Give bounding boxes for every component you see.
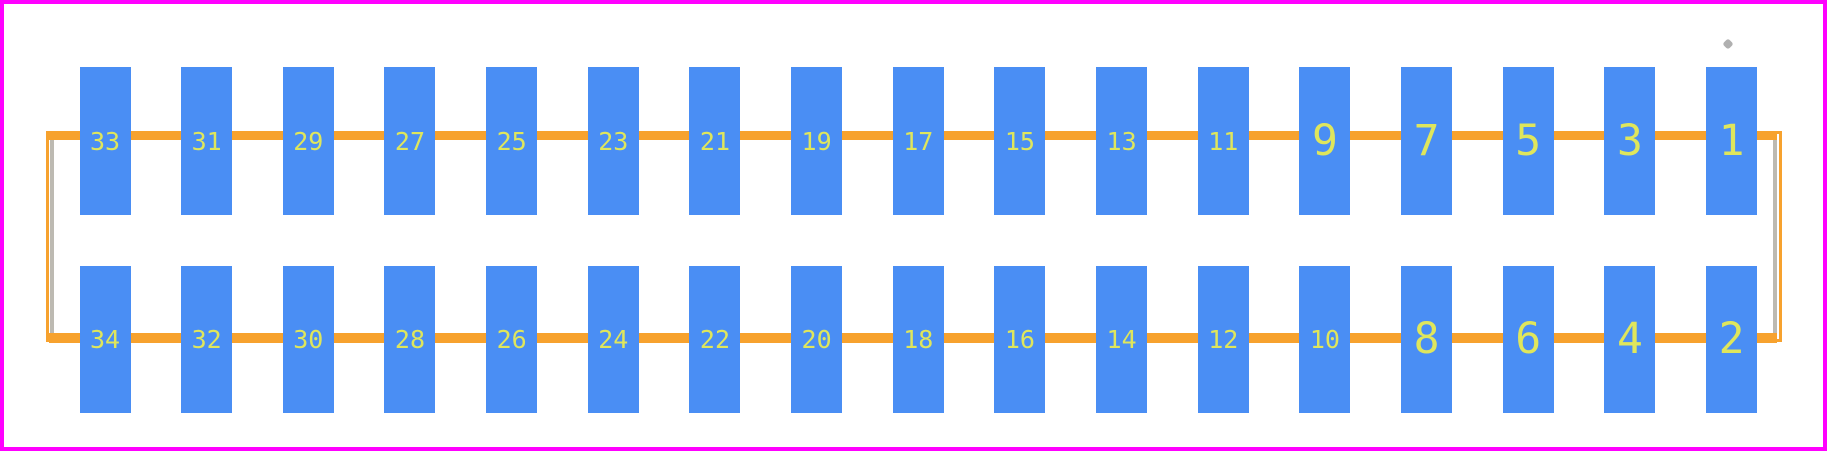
pad-15: 15 xyxy=(994,67,1046,215)
pad-22: 22 xyxy=(689,266,741,413)
pin-number-label: 22 xyxy=(699,325,730,354)
pad-7: 7 xyxy=(1401,67,1453,215)
pad-11: 11 xyxy=(1197,67,1249,215)
pin-number-label: 30 xyxy=(293,325,324,354)
pin-number-label: 28 xyxy=(394,325,426,354)
pin-number-label: 21 xyxy=(699,126,730,156)
pin-number-label: 24 xyxy=(598,325,629,354)
pin-number-label: 18 xyxy=(903,325,934,354)
pin-number-label: 23 xyxy=(598,126,629,156)
pin-number-label: 2 xyxy=(1718,314,1745,364)
pad-9: 9 xyxy=(1299,67,1351,215)
pin-number-label: 17 xyxy=(903,126,934,156)
pad-16: 16 xyxy=(994,266,1046,413)
pad-25: 25 xyxy=(486,67,538,215)
pad-19: 19 xyxy=(791,67,843,215)
pin-number-label: 29 xyxy=(293,126,324,156)
pad-14: 14 xyxy=(1096,266,1148,413)
pad-1: 1 xyxy=(1706,67,1758,215)
pad-21: 21 xyxy=(689,67,741,215)
pin-number-label: 16 xyxy=(1004,325,1035,354)
pad-18: 18 xyxy=(892,266,944,413)
pad-33: 33 xyxy=(79,67,131,215)
pin-number-label: 27 xyxy=(394,126,426,156)
pad-20: 20 xyxy=(791,266,843,413)
pad-34: 34 xyxy=(79,266,131,413)
pad-26: 26 xyxy=(486,266,538,413)
pin-number-label: 7 xyxy=(1413,115,1440,166)
pad-24: 24 xyxy=(587,266,639,413)
pin-number-label: 11 xyxy=(1208,126,1239,156)
pin-number-label: 25 xyxy=(496,126,527,156)
pin1-marker-icon xyxy=(1721,38,1734,50)
pad-13: 13 xyxy=(1096,67,1148,215)
pin-number-label: 19 xyxy=(801,126,832,156)
pin-number-label: 20 xyxy=(801,325,832,354)
pad-10: 10 xyxy=(1299,266,1351,413)
pin-number-label: 15 xyxy=(1004,126,1035,156)
pad-31: 31 xyxy=(181,67,233,215)
pin-number-label: 32 xyxy=(191,325,222,354)
pin-number-label: 5 xyxy=(1515,115,1542,166)
pin-number-label: 13 xyxy=(1106,126,1137,156)
pin-number-label: 12 xyxy=(1208,325,1239,354)
pad-8: 8 xyxy=(1401,266,1453,413)
pad-6: 6 xyxy=(1502,266,1554,413)
pad-5: 5 xyxy=(1502,67,1554,215)
pin-number-label: 1 xyxy=(1718,115,1745,166)
pad-4: 4 xyxy=(1604,266,1656,413)
pin-number-label: 9 xyxy=(1311,115,1338,166)
pad-27: 27 xyxy=(384,67,436,215)
pad-3: 3 xyxy=(1604,67,1656,215)
pin-number-label: 31 xyxy=(191,126,222,156)
pad-28: 28 xyxy=(384,266,436,413)
pad-29: 29 xyxy=(282,67,334,215)
pin-number-label: 14 xyxy=(1106,325,1137,354)
pin-number-label: 10 xyxy=(1309,325,1340,354)
pad-32: 32 xyxy=(181,266,233,413)
pin-number-label: 26 xyxy=(496,325,527,354)
pad-30: 30 xyxy=(282,266,334,413)
pad-12: 12 xyxy=(1197,266,1249,413)
pin-number-label: 34 xyxy=(89,325,121,354)
pin-number-label: 33 xyxy=(89,126,121,156)
pin-number-label: 8 xyxy=(1413,314,1440,364)
pin-number-label: 3 xyxy=(1616,115,1643,166)
pin-number-label: 6 xyxy=(1515,314,1542,364)
pin-number-label: 4 xyxy=(1616,314,1643,364)
pad-2: 2 xyxy=(1706,266,1758,413)
pad-17: 17 xyxy=(892,67,944,215)
pad-23: 23 xyxy=(587,67,639,215)
